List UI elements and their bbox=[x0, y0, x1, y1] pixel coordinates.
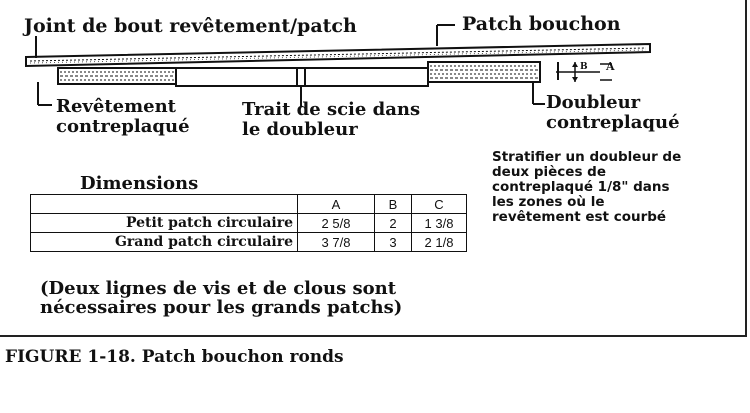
revetement-label-2: contreplaqué bbox=[56, 116, 190, 137]
footnote-line: (Deux lignes de vis et de clous sont bbox=[40, 278, 397, 299]
table-header-c: C bbox=[411, 194, 467, 214]
trait-label-2: le doubleur bbox=[242, 119, 358, 140]
trait-label-1: Trait de scie dans bbox=[242, 99, 421, 120]
table-header-row: A B C bbox=[30, 194, 467, 214]
row-value-a: 2 5/8 bbox=[297, 213, 375, 233]
dim-a-marker: A bbox=[606, 60, 615, 73]
table-header-b: B bbox=[374, 194, 412, 214]
row-value-b: 3 bbox=[374, 232, 412, 252]
center-doubler bbox=[175, 67, 429, 87]
row-label: Grand patch circulaire bbox=[30, 232, 298, 252]
joint-label: Joint de bout revêtement/patch bbox=[24, 15, 357, 37]
revetement-label-1: Revêtement bbox=[56, 96, 176, 117]
patch-bouchon-label: Patch bouchon bbox=[462, 13, 621, 35]
footnote: (Deux lignes de vis et de clous sont néc… bbox=[40, 279, 402, 317]
note-line: contreplaqué 1/8" dans bbox=[492, 179, 670, 195]
note-line: les zones où le bbox=[492, 194, 605, 210]
row-value-c: 1 3/8 bbox=[411, 213, 467, 233]
note-line: Stratifier un doubleur de bbox=[492, 149, 682, 165]
table-row: Petit patch circulaire 2 5/8 2 1 3/8 bbox=[30, 213, 467, 233]
lamination-note: Stratifier un doubleur de deux pièces de… bbox=[492, 150, 681, 225]
row-label: Petit patch circulaire bbox=[30, 213, 298, 233]
figure-caption: FIGURE 1-18. Patch bouchon ronds bbox=[5, 347, 344, 367]
note-line: revêtement est courbé bbox=[492, 209, 667, 225]
right-doubler bbox=[427, 61, 541, 83]
dimensions-table: A B C Petit patch circulaire 2 5/8 2 1 3… bbox=[30, 194, 467, 252]
row-value-c: 2 1/8 bbox=[411, 232, 467, 252]
note-line: deux pièces de bbox=[492, 164, 606, 180]
doubleur-label-1: Doubleur bbox=[546, 92, 641, 113]
dim-b-marker: B bbox=[580, 62, 588, 72]
dimensions-title: Dimensions bbox=[80, 173, 199, 194]
row-value-a: 3 7/8 bbox=[297, 232, 375, 252]
table-corner-cell bbox=[30, 194, 298, 214]
skin-hatch-2 bbox=[29, 49, 647, 64]
table-row: Grand patch circulaire 3 7/8 3 2 1/8 bbox=[30, 232, 467, 252]
figure-frame bbox=[0, 0, 747, 337]
footnote-line: nécessaires pour les grands patchs) bbox=[40, 297, 403, 318]
table-header-a: A bbox=[297, 194, 375, 214]
skin-hatch bbox=[29, 47, 647, 62]
row-value-b: 2 bbox=[374, 213, 412, 233]
doubleur-label-2: contreplaqué bbox=[546, 112, 680, 133]
